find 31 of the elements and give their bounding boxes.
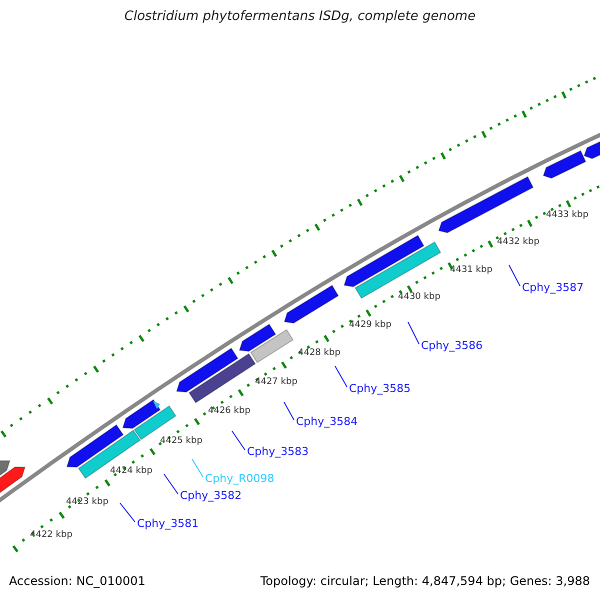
footer-note: Topology: circular; Length: 4,847,594 bp; Genes: 3,988 — [260, 575, 590, 587]
leader-line — [120, 502, 136, 522]
gene-label: Cphy_3582 — [180, 490, 242, 501]
gene-label: Cphy_3586 — [421, 340, 483, 351]
footer-note: Accession: NC_010001 — [9, 575, 146, 587]
leader-line — [508, 264, 520, 286]
scale-label: 4431 kbp — [450, 266, 492, 275]
gene-label: Cphy_3581 — [137, 518, 199, 529]
gene-label: Cphy_R0098 — [205, 473, 274, 484]
leader-line — [192, 458, 204, 478]
leader-line — [164, 474, 178, 494]
leader-line — [408, 322, 420, 344]
leader-line — [284, 402, 294, 420]
scale-label: 4429 kbp — [349, 321, 392, 330]
scale-label: 4430 kbp — [398, 293, 440, 302]
gene-label: Cphy_3587 — [522, 282, 584, 293]
gene-label: Cphy_3584 — [296, 416, 358, 427]
scale-label: 4432 kbp — [497, 238, 540, 247]
scale-label: 4426 kbp — [208, 407, 250, 416]
gene-label: Cphy_3585 — [349, 383, 411, 394]
scale-label: 4422 kbp — [30, 531, 72, 540]
scale-label: 4423 kbp — [66, 498, 108, 507]
scale-label: 4425 kbp — [160, 437, 202, 446]
scale-label: 4424 kbp — [110, 467, 152, 476]
gene-label: Cphy_3583 — [247, 446, 309, 457]
scale-label: 4427 kbp — [255, 378, 298, 387]
scale-label: 4428 kbp — [298, 349, 340, 358]
title: Clostridium phytofermentans ISDg, complete genome — [123, 10, 477, 23]
leader-line — [232, 430, 246, 450]
scale-label: 4433 kbp — [546, 211, 588, 220]
leader-line — [334, 366, 348, 388]
